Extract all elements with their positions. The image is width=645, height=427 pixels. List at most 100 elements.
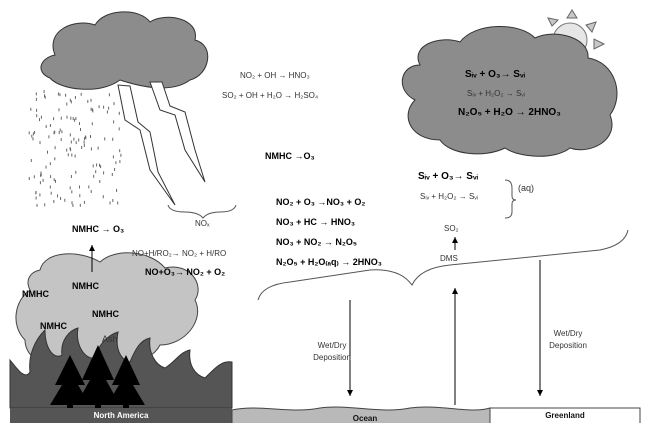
rain-drop — [99, 163, 100, 167]
rain-drop — [112, 155, 114, 159]
cloud-reaction-2: Sᵢᵥ + H₂O₂ → Sᵥᵢ — [467, 89, 526, 98]
so2-label: SO₂ — [444, 224, 459, 233]
rain-drop — [113, 120, 115, 124]
rain-drop — [80, 92, 82, 96]
deposition-left-1: Wet/Dry — [317, 341, 347, 350]
rain-drop — [35, 97, 37, 101]
rain-drop — [53, 178, 55, 182]
rain-drop — [98, 105, 100, 109]
rain-drop — [111, 173, 113, 176]
rain-drop — [40, 173, 42, 177]
gas-reaction-1: NO₂ + OH → HNO₃ — [240, 71, 310, 80]
rain-drop — [39, 181, 41, 185]
rain-drop — [84, 135, 86, 139]
rain-drop — [108, 106, 110, 110]
rain-drop — [83, 140, 85, 144]
trees — [50, 345, 145, 410]
rain-drop — [87, 99, 89, 103]
rain-drop — [118, 111, 120, 115]
rain-drop — [114, 168, 116, 171]
rain-drop — [45, 125, 47, 128]
rain-drop — [95, 170, 97, 174]
rain-drop — [96, 163, 98, 167]
rain-drop — [49, 124, 51, 127]
rain-drop — [79, 194, 81, 198]
rain-drop — [30, 159, 32, 162]
rain-drop — [54, 130, 56, 134]
rain-drop — [71, 190, 73, 194]
rain-drop — [50, 175, 52, 179]
rain-drop — [70, 175, 72, 178]
rain-drop — [60, 197, 62, 200]
left-reaction-2: NO+O₃→ NO₂ + O₂ — [145, 267, 226, 277]
lightning-bolt-1 — [117, 84, 176, 206]
rain-drop — [39, 193, 41, 197]
rain-drop — [54, 157, 56, 161]
rain-drop — [69, 98, 71, 102]
rain-drop — [28, 131, 30, 135]
cloud-reaction-3: N₂O₅ + H₂O → 2HNO₃ — [458, 107, 561, 118]
rain-drop — [79, 185, 80, 189]
rain-drop — [90, 107, 92, 111]
rain-drop — [35, 196, 37, 200]
rain-drop — [61, 130, 63, 134]
rain-drop — [115, 161, 117, 165]
rain-drop — [58, 108, 60, 112]
rain-drop — [49, 185, 51, 189]
rain-drop — [33, 175, 35, 179]
rain-drop — [75, 141, 77, 145]
deposition-right-1: Wet/Dry — [553, 329, 583, 338]
rain-drop — [90, 98, 92, 102]
rain-drop — [103, 105, 105, 109]
rain-drop — [91, 122, 93, 126]
rain-drop — [83, 200, 85, 204]
rain-drop — [74, 96, 76, 99]
rain-drop — [70, 100, 72, 104]
rain-drop — [55, 179, 56, 183]
aq-brace — [504, 179, 517, 219]
rain-drop — [99, 180, 101, 183]
rain-drop — [28, 177, 30, 180]
rain-drop — [43, 90, 45, 94]
rain-drop — [34, 130, 36, 134]
rain-drop — [75, 170, 77, 174]
rain-drop — [113, 102, 115, 106]
rain-drop — [47, 150, 48, 154]
rain-drop — [39, 118, 40, 122]
rain-drop — [40, 171, 42, 175]
rain-drop — [54, 146, 56, 150]
rain-drop — [48, 135, 50, 139]
rain-drop — [74, 154, 76, 158]
rain-drop — [93, 174, 95, 178]
nox-label: NOₓ — [195, 219, 210, 228]
rain-drop — [40, 115, 42, 119]
rain-drop — [65, 93, 67, 97]
label-greenland: Greenland — [545, 411, 585, 420]
rain-drop — [71, 201, 73, 205]
central-reaction-2: NO₃ + HC → HNO₃ — [276, 217, 356, 227]
rain-drop — [44, 203, 46, 207]
mid-nmhc-o3: NMHC →O₃ — [265, 151, 315, 161]
aqueous-reaction-1: Sᵢᵥ + O₃→ Sᵥᵢ — [418, 171, 479, 182]
rain-drop — [67, 153, 69, 157]
rain-drop — [83, 143, 85, 147]
rain-drop — [92, 109, 94, 113]
rain-drop — [108, 93, 110, 97]
left-reaction-1: NO+H/RO₂→ NO₂ + H/RO — [132, 249, 227, 258]
rain-drop — [40, 173, 42, 177]
rain-drop — [119, 160, 121, 164]
rain-drop — [44, 94, 45, 98]
greenland-ground — [489, 407, 641, 423]
rain-drop — [42, 178, 44, 182]
rain-drop — [79, 203, 81, 207]
rain-drop — [73, 137, 75, 141]
storm-nmhc-o3: NMHC → O₃ — [72, 224, 125, 234]
rain-drop — [72, 117, 74, 121]
rain-drop — [88, 185, 90, 189]
rain-drop — [120, 153, 122, 157]
lightning-bolt-2 — [149, 81, 206, 183]
rain-drop — [31, 134, 33, 138]
rain-drop — [50, 191, 52, 195]
rain-drop — [66, 148, 68, 152]
